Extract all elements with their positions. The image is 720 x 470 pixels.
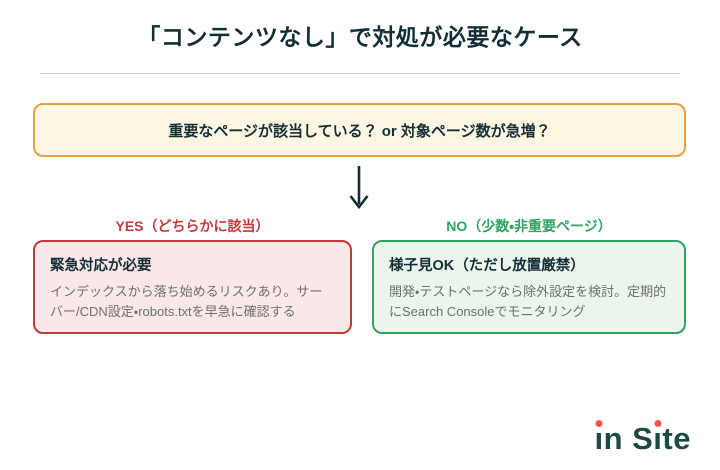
title-divider [40, 73, 680, 74]
logo-letter-i1: ı [594, 421, 604, 456]
logo-letter-i2: ı [653, 421, 663, 456]
question-box: 重要なページが該当している？ or 対象ページ数が急増？ [33, 103, 686, 157]
page-title: 「コンテンツなし」で対処が必要なケース [137, 24, 583, 50]
logo-letters-ns: n S [603, 421, 654, 456]
card-urgent-title: 緊急対応が必要 [50, 258, 152, 274]
card-urgent-body: インデックスから落ち始めるリスクあり。サーバー/CDN設定・robots.txt… [50, 284, 323, 320]
branch-label-no: NO（少数・非重要ページ） [446, 218, 612, 234]
insite-logo: ın Sıte [594, 420, 691, 458]
branch-label-yes: YES（どちらかに該当） [115, 218, 270, 234]
card-wait-and-see: 様子見OK（ただし放置厳禁） 開発・テストページなら除外設定を検討。定期的にSe… [372, 240, 686, 334]
down-arrow-icon [349, 166, 369, 210]
card-urgent-action: 緊急対応が必要 インデックスから落ち始めるリスクあり。サーバー/CDN設定・ro… [33, 240, 352, 334]
card-wait-title: 様子見OK（ただし放置厳禁） [389, 258, 585, 274]
logo-letters-te: te [662, 421, 691, 456]
question-text: 重要なページが該当している？ or 対象ページ数が急増？ [168, 122, 551, 140]
card-wait-body: 開発・テストページなら除外設定を検討。定期的にSearch Consoleでモニ… [389, 284, 667, 320]
